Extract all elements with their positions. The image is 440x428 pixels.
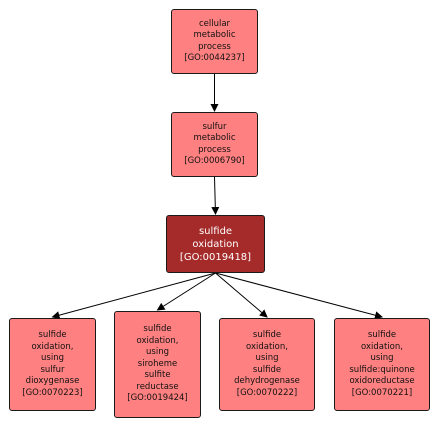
edge-n2-n3 — [211, 176, 220, 215]
edge-n3-n5 — [156, 272, 216, 311]
node-line: metabolic — [193, 30, 236, 40]
node-line: using — [255, 353, 279, 363]
node-line: oxidoreductase — [349, 376, 415, 386]
node-line: metabolic — [193, 133, 236, 143]
node-line: using — [41, 353, 64, 363]
node-sulfide-oxidation-siroheme-sulfite-reductase[interactable]: sulfide oxidation, using siroheme sulfit… — [114, 311, 201, 418]
edge-n3-n7 — [215, 272, 383, 320]
node-sulfide-oxidation[interactable]: sulfide oxidation [GO:0019418] — [166, 215, 265, 273]
node-line: sulfur — [202, 121, 227, 132]
node-sulfide-oxidation-sulfide-quinone-oxidoreductase[interactable]: sulfide oxidation, using sulfide:quinone… — [334, 318, 430, 411]
node-line: sulfide — [252, 330, 282, 340]
node-line: sulfide — [198, 225, 233, 237]
node-sulfide-oxidation-sulfide-dehydrogenase[interactable]: sulfide oxidation, using sulfide dehydro… — [219, 318, 315, 411]
node-sulfur-metabolic-process[interactable]: sulfur metabolic process [GO:0006790] — [171, 112, 258, 177]
node-line: sulfide — [38, 330, 67, 340]
node-line: process — [198, 144, 231, 155]
node-line: cellular — [198, 18, 231, 29]
node-line: sulfide — [252, 364, 282, 375]
node-line: oxidation, — [31, 341, 74, 352]
node-line: process — [198, 41, 231, 52]
node-go-id: [GO:0070221] — [351, 387, 413, 398]
node-go-id: [GO:0070222] — [236, 387, 298, 398]
node-line: reductase — [136, 381, 179, 392]
node-line: oxidation — [192, 238, 239, 250]
node-line: oxidation, — [246, 341, 288, 352]
node-line: sulfite — [144, 370, 171, 381]
node-line: sulfide:quinone — [349, 364, 415, 375]
node-line: sulfide — [143, 324, 172, 335]
node-line: oxidation, — [361, 341, 403, 352]
node-line: oxidation, — [136, 335, 179, 346]
node-go-id: [GO:0006790] — [184, 156, 245, 166]
node-line: dehydrogenase — [234, 376, 300, 386]
edge-n3-n4 — [51, 272, 216, 320]
node-go-id: [GO:0070223] — [22, 387, 83, 398]
node-go-id: [GO:0019424] — [127, 393, 188, 404]
node-line: sulfide — [367, 330, 397, 340]
edge-n3-n6 — [215, 272, 268, 318]
node-go-id: [GO:0044237] — [184, 53, 245, 63]
node-line: siroheme — [137, 358, 178, 369]
node-line: using — [146, 347, 169, 358]
node-line: sulfur — [40, 364, 65, 375]
node-line: dioxygenase — [25, 376, 80, 386]
node-line: using — [370, 353, 394, 363]
node-go-id: [GO:0019418] — [179, 251, 252, 263]
node-cellular-metabolic-process[interactable]: cellular metabolic process [GO:0044237] — [171, 9, 258, 74]
node-sulfide-oxidation-sulfur-dioxygenase[interactable]: sulfide oxidation, using sulfur dioxygen… — [9, 318, 96, 411]
